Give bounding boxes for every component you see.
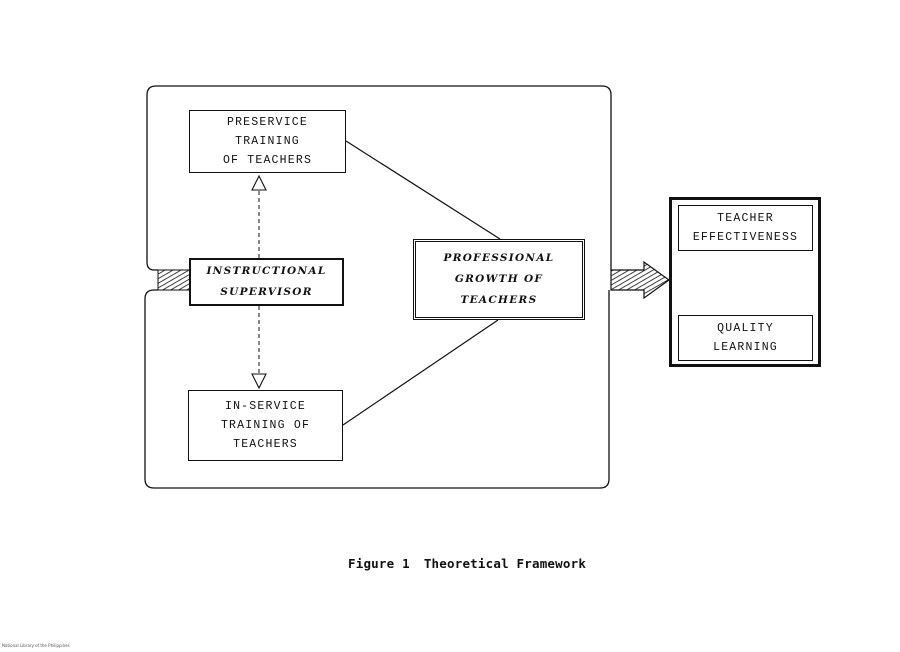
supervisor-line-1: INSTRUCTIONAL <box>206 265 327 277</box>
instructional-supervisor-box: INSTRUCTIONAL SUPERVISOR <box>189 258 344 306</box>
quality-line-2: LEARNING <box>713 341 778 354</box>
preservice-line-3: OF TEACHERS <box>222 154 313 167</box>
inservice-line-1: IN-SERVICE <box>224 400 306 413</box>
effectiveness-line-1: TEACHER <box>717 212 774 225</box>
effectiveness-line-2: EFFECTIVENESS <box>692 231 799 244</box>
quality-line-1: QUALITY <box>717 322 774 335</box>
growth-line-3: TEACHERS <box>460 294 538 306</box>
figure-caption: Figure 1 Theoretical Framework <box>348 556 586 571</box>
supervisor-to-inservice-arrow <box>251 306 267 390</box>
teacher-effectiveness-box: TEACHER EFFECTIVENESS <box>678 205 813 251</box>
supervisor-line-2: SUPERVISOR <box>220 286 313 298</box>
growth-line-1: PROFESSIONAL <box>443 252 555 264</box>
preservice-line-2: TRAINING <box>235 135 300 148</box>
preservice-training-box: PRESERVICE TRAINING OF TEACHERS <box>189 110 346 173</box>
growth-line-2: GROWTH OF <box>454 273 544 285</box>
footer-note: National Library of the Philippines <box>2 643 70 648</box>
professional-growth-box: PROFESSIONAL GROWTH OF TEACHERS <box>413 239 585 320</box>
figure-caption-title: Theoretical Framework <box>423 556 587 571</box>
outer-frame-top <box>146 85 612 271</box>
inservice-line-2: TRAINING OF <box>220 419 311 432</box>
inservice-to-growth-line <box>342 319 499 426</box>
outcome-output-arrow <box>610 260 671 300</box>
outer-frame-bottom <box>144 289 610 489</box>
inservice-training-box: IN-SERVICE TRAINING OF TEACHERS <box>188 390 343 461</box>
figure-caption-label: Figure 1 <box>348 556 410 571</box>
quality-learning-box: QUALITY LEARNING <box>678 315 813 361</box>
supervisor-input-arrow <box>157 269 191 291</box>
preservice-to-growth-line <box>345 140 501 240</box>
preservice-line-1: PRESERVICE <box>226 116 308 129</box>
inservice-line-3: TEACHERS <box>233 438 298 451</box>
supervisor-to-preservice-arrow <box>251 174 267 258</box>
